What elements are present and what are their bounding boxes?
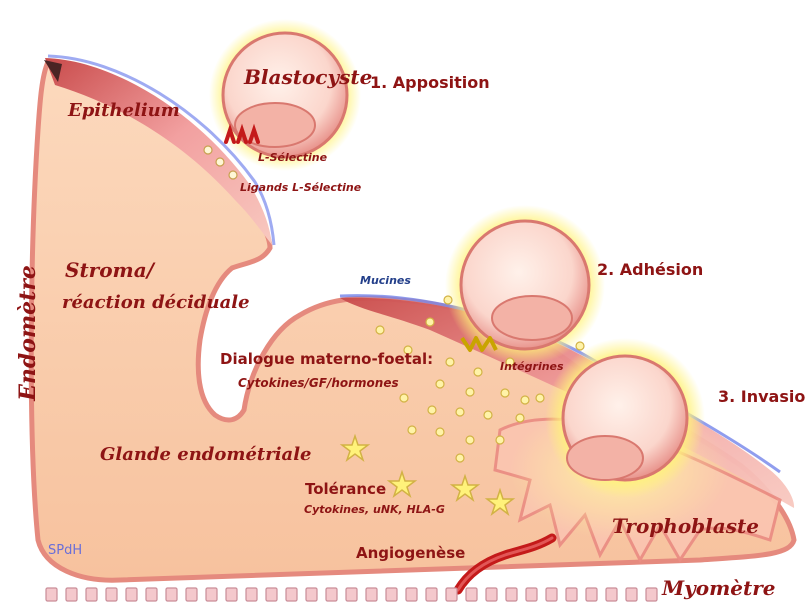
myometrium-cell <box>566 588 577 601</box>
myometrium-cell <box>586 588 597 601</box>
dialogue-label-line1: Dialogue materno-foetal: <box>220 350 433 368</box>
myometrium-cell <box>106 588 117 601</box>
myometrium-cell <box>626 588 637 601</box>
myometrium-cell <box>206 588 217 601</box>
myometrium-cell <box>126 588 137 601</box>
myometrium-cell <box>486 588 497 601</box>
myometrium-cell <box>286 588 297 601</box>
l-selectine-label: L-Sélectine <box>258 151 327 164</box>
myometrium-cell <box>66 588 77 601</box>
dialogue-label-line2: Cytokines/GF/hormones <box>238 376 399 390</box>
glande-label: Glande endométriale <box>100 444 311 465</box>
myometrium-cell <box>186 588 197 601</box>
ligands-label: Ligands L-Sélectine <box>240 181 361 194</box>
trophoblaste-label: Trophoblaste <box>612 514 759 538</box>
epithelium-label: Epithelium <box>68 100 180 121</box>
blastocyst-apposition <box>209 19 361 171</box>
blastocyst-adhesion <box>445 205 605 365</box>
angiogenese-label: Angiogenèse <box>356 544 465 562</box>
myometrium-cell <box>426 588 437 601</box>
myometrium-cell <box>266 588 277 601</box>
myometrium-cell <box>246 588 257 601</box>
myometrium-cell <box>386 588 397 601</box>
author-signature: SPdH <box>48 543 82 558</box>
integrines-label: Intégrines <box>500 360 564 373</box>
blastocyst-invasion <box>545 338 705 498</box>
myometrium-cell <box>526 588 537 601</box>
myometrium-cell <box>546 588 557 601</box>
invasion-label: 3. Invasion <box>718 387 806 406</box>
myometrium-cell <box>306 588 317 601</box>
myometrium-cell <box>646 588 657 601</box>
myometrium-cell <box>606 588 617 601</box>
myometrium-cell <box>166 588 177 601</box>
myometrium-cell <box>446 588 457 601</box>
apposition-label: 1. Apposition <box>370 73 490 92</box>
myometrium-cell <box>46 588 57 601</box>
myometrium-cell <box>346 588 357 601</box>
myometrium-cell <box>406 588 417 601</box>
myometrium-cell <box>466 588 477 601</box>
myometrium-band <box>46 588 657 601</box>
myometrium-cell <box>506 588 517 601</box>
myometrium-cell <box>326 588 337 601</box>
endometre-label: Endomètre <box>15 265 41 401</box>
blastocyste-label: Blastocyste <box>244 65 372 89</box>
adhesion-label: 2. Adhésion <box>597 260 703 279</box>
myometrium-cell <box>146 588 157 601</box>
tolerance-label: Tolérance <box>305 480 386 498</box>
myometrium-cell <box>226 588 237 601</box>
myometrium-cell <box>86 588 97 601</box>
mucines-label: Mucines <box>360 274 411 287</box>
stroma-label-line2: réaction déciduale <box>62 292 250 313</box>
myometre-label: Myomètre <box>662 576 776 600</box>
myometrium-cell <box>366 588 377 601</box>
stroma-label-line1: Stroma/ <box>65 258 154 282</box>
tolerance-sub-label: Cytokines, uNK, HLA-G <box>304 503 445 516</box>
